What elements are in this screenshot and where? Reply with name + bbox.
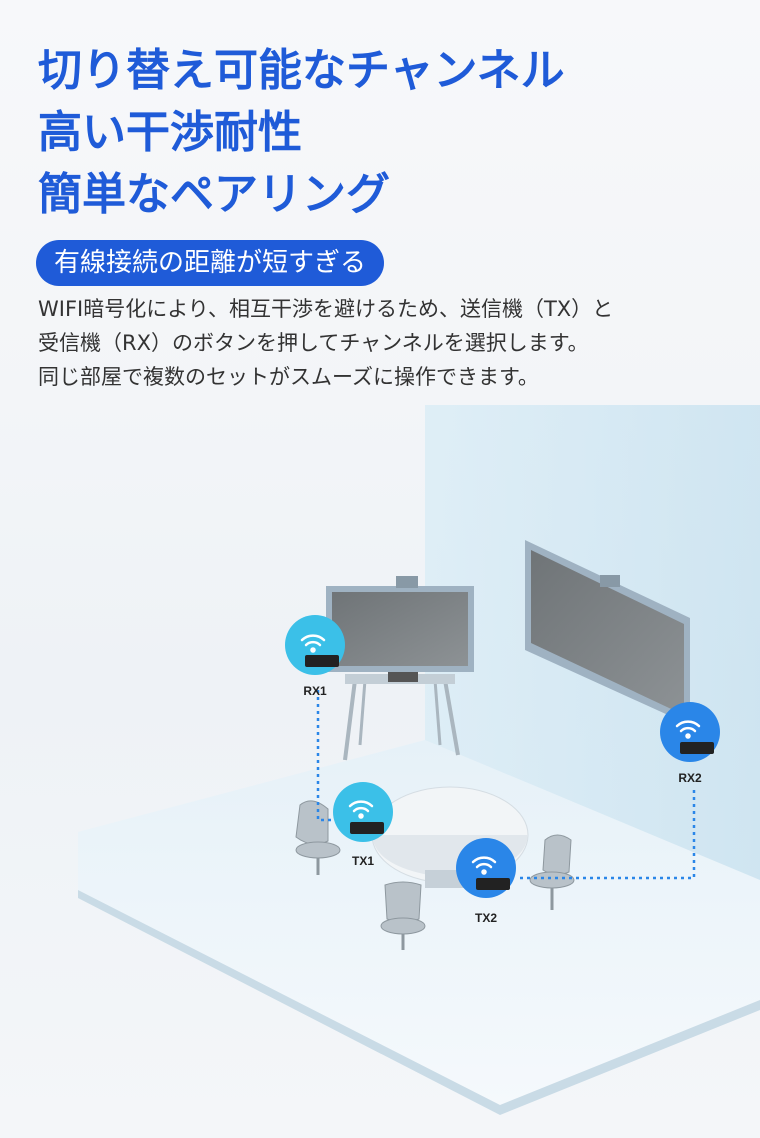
description: WIFI暗号化により、相互干渉を避けるため、送信機（TX）と 受信機（RX）のボ… bbox=[38, 292, 738, 394]
usb-dongle-icon bbox=[680, 742, 714, 754]
tx1-badge: TX1 bbox=[333, 782, 393, 868]
wifi-lock-icon bbox=[348, 800, 374, 819]
usb-dongle-icon bbox=[350, 822, 384, 834]
rx1-badge: RX1 bbox=[285, 615, 345, 698]
headline-line-3: 簡単なペアリング bbox=[38, 169, 390, 220]
label-rx2: RX2 bbox=[678, 771, 702, 785]
feature-badge: 有線接続の距離が短すぎる bbox=[36, 240, 385, 286]
chair-1 bbox=[295, 800, 341, 875]
description-line-1: WIFI暗号化により、相互干渉を避けるため、送信機（TX）と bbox=[38, 297, 614, 321]
label-tx2: TX2 bbox=[475, 911, 497, 925]
usb-dongle-icon bbox=[305, 655, 339, 667]
display-wall-2 bbox=[525, 540, 690, 725]
label-rx1: RX1 bbox=[303, 684, 327, 698]
headline-line-1: 切り替え可能なチャンネル bbox=[38, 45, 565, 96]
headline: 切り替え可能なチャンネル 高い干渉耐性 簡単なペアリング bbox=[38, 40, 738, 226]
description-line-3: 同じ部屋で複数のセットがスムーズに操作できます。 bbox=[38, 365, 539, 389]
rx2-badge: RX2 bbox=[660, 702, 720, 785]
wifi-lock-icon bbox=[471, 856, 497, 875]
usb-dongle-icon bbox=[476, 878, 510, 890]
tx2-badge: TX2 bbox=[456, 838, 516, 925]
wifi-lock-icon bbox=[675, 720, 701, 739]
description-line-2: 受信機（RX）のボタンを押してチャンネルを選択します。 bbox=[38, 331, 589, 355]
chair-2 bbox=[529, 834, 575, 910]
headline-line-2: 高い干渉耐性 bbox=[38, 107, 302, 158]
wifi-lock-icon bbox=[300, 634, 326, 653]
label-tx1: TX1 bbox=[352, 854, 374, 868]
chair-3 bbox=[380, 881, 426, 950]
display-stand-1 bbox=[326, 576, 474, 761]
pairing-links bbox=[316, 690, 696, 880]
